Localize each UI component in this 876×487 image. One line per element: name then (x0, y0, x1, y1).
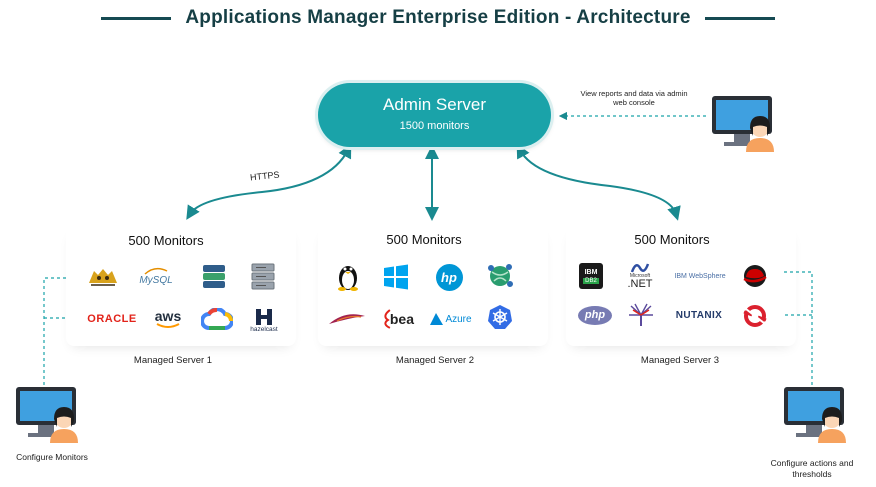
ibm-websphere-logo: IBM WebSphere (674, 272, 726, 280)
title-rule-left (101, 16, 172, 20)
admin-server-node: Admin Server 1500 monitors (318, 83, 551, 147)
server-3-name: Managed Server 3 (640, 355, 720, 366)
console-user-icon (710, 94, 776, 154)
mysql-logo: MySQL (135, 263, 177, 289)
dotnet-logo: Microsoft .NET (623, 261, 657, 291)
arrow-admin-to-server-3 (516, 143, 681, 221)
bracket-configure-monitors (43, 277, 68, 385)
server-1-name: Managed Server 1 (133, 355, 213, 366)
nutanix-logo: NUTANIX (675, 309, 723, 321)
configure-monitors-label: Configure Monitors (16, 452, 88, 462)
page-title: Applications Manager Enterprise Edition … (185, 7, 691, 28)
mysql-text: MySQL (139, 274, 173, 286)
bracket-configure-actions (784, 271, 813, 385)
hazelcast-logo: hazelcast (246, 305, 282, 335)
web-console-note: View reports and data via admin web cons… (580, 89, 688, 107)
configure-actions-label: Configure actions and thresholds (770, 458, 854, 479)
aws-logo: aws (150, 306, 186, 332)
apache-feather-icon (327, 310, 367, 328)
tomcat-icon (86, 264, 120, 290)
azure-logo: Azure (428, 310, 474, 328)
kubernetes-icon (486, 303, 514, 331)
network-globe-icon (485, 261, 515, 291)
server-rack-icon (249, 263, 277, 291)
arrow-admin-to-server-1 (186, 143, 352, 220)
configure-actions-user-icon (782, 385, 848, 445)
hp-logo: hp (434, 262, 464, 292)
title-rule-right (704, 16, 775, 20)
database-icon (200, 263, 228, 291)
bea-logo: bea (380, 306, 414, 332)
php-logo: php (576, 304, 614, 326)
openshift-icon (741, 302, 769, 330)
server-1-monitors: 500 Monitors (128, 233, 204, 248)
ibm-db2-logo: IBM DB2 (578, 262, 604, 290)
server-3-monitors: 500 Monitors (634, 232, 710, 247)
redhat-icon (740, 262, 770, 290)
google-cloud-icon (200, 306, 234, 332)
sun-icon (626, 301, 656, 329)
linux-icon (334, 261, 362, 291)
windows-icon (382, 263, 410, 291)
server-2-name: Managed Server 2 (395, 355, 475, 366)
admin-server-monitors: 1500 monitors (399, 120, 470, 132)
configure-monitors-user-icon (14, 385, 80, 445)
admin-server-name: Admin Server (383, 95, 486, 114)
title-bar: Applications Manager Enterprise Edition … (0, 4, 876, 32)
server-2-monitors: 500 Monitors (386, 232, 462, 247)
oracle-logo: ORACLE (87, 313, 137, 325)
